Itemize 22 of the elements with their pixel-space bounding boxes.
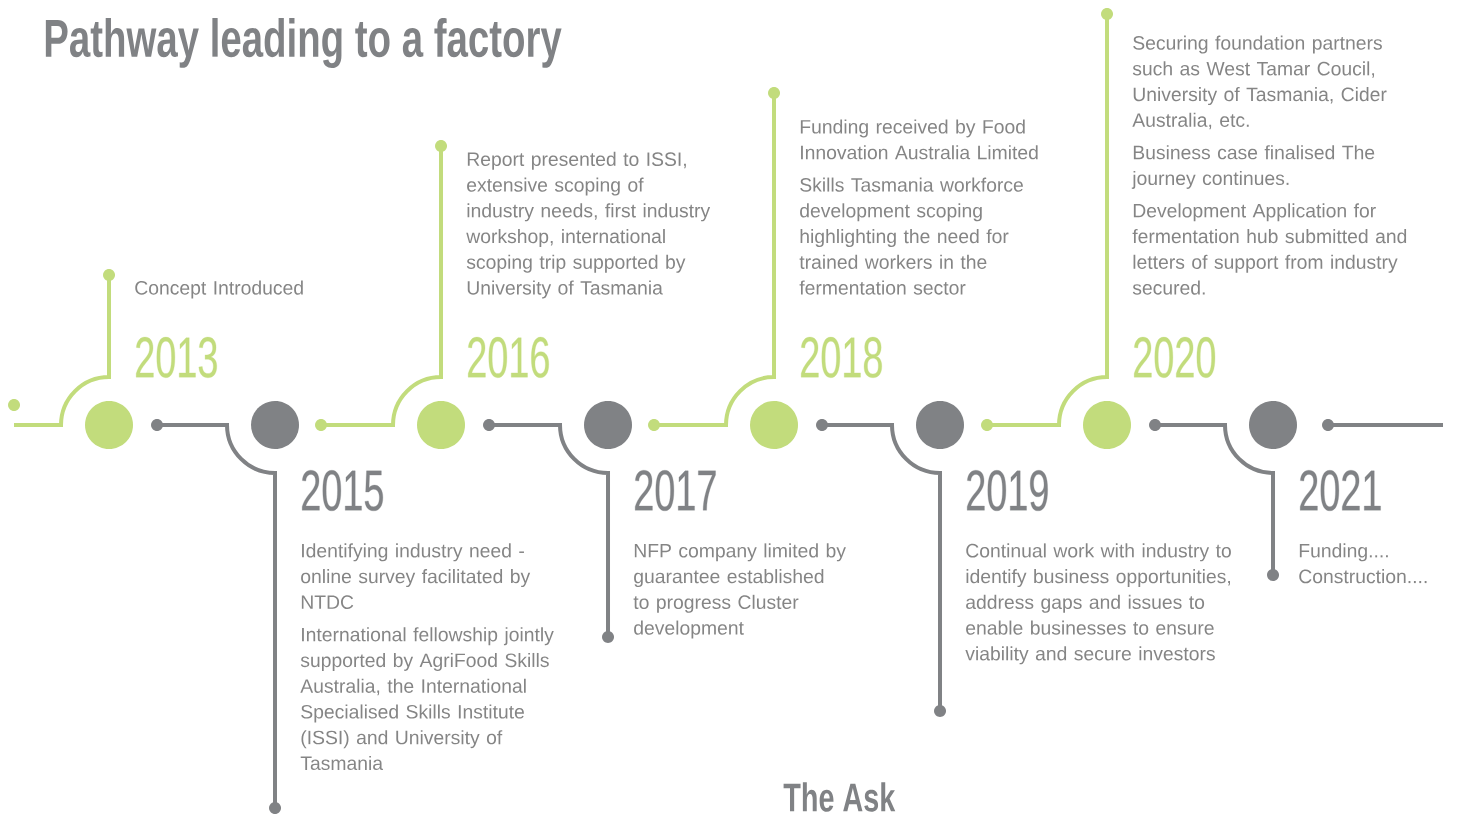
year-label: 2019 [967, 470, 1048, 511]
entry-text: Concept Introduced [135, 280, 303, 299]
year-label: 2017 [635, 470, 716, 511]
entry-text: Funding.... Construction.... [1299, 543, 1427, 584]
entry-text: NFP company limited by guarantee established to progress Cluster development [633, 543, 846, 639]
entry-text: Securing foundation partners such as West Tamar Coucil, University of Tasmania, Cider Australia, etc. [1132, 35, 1387, 130]
entry-text: Continual work with industry to identify business opportunities, address gaps and issues to enable businesses to ensure viability and secure investors [965, 543, 1231, 665]
entry-text: Development Application for fermentation hub submitted and letters of support from industry secured. [1132, 203, 1407, 295]
year-label: 2016 [468, 337, 549, 378]
entry-text: Identifying industry need - online survey facilitated by NTDC [301, 543, 531, 609]
year-label: 2013 [136, 337, 217, 378]
entry-text: Skills Tasmania workforce development scoping highlighting the need for trained workers in the fermentation sector [799, 177, 1023, 295]
entry-text: International fellowship jointly supported by AgriFood Skills Australia, the International Specialised Skills Institute (ISSI) and University of Tasmania [300, 627, 554, 771]
title: Pathway leading to a factory [45, 18, 562, 68]
section-heading: The Ask [783, 782, 896, 812]
year-label: 2018 [801, 337, 882, 378]
year-label: 2020 [1134, 337, 1215, 378]
year-label: 2015 [302, 470, 383, 511]
year-label: 2021 [1300, 470, 1381, 511]
entry-text: Report presented to ISSI, extensive scoping of industry needs, first industry workshop, international scoping trip supported by University of Tasmania [466, 151, 711, 299]
entry-text: Business case finalised The journey continues. [1131, 145, 1375, 189]
entry-text: Funding received by Food Innovation Australia Limited [800, 119, 1038, 160]
